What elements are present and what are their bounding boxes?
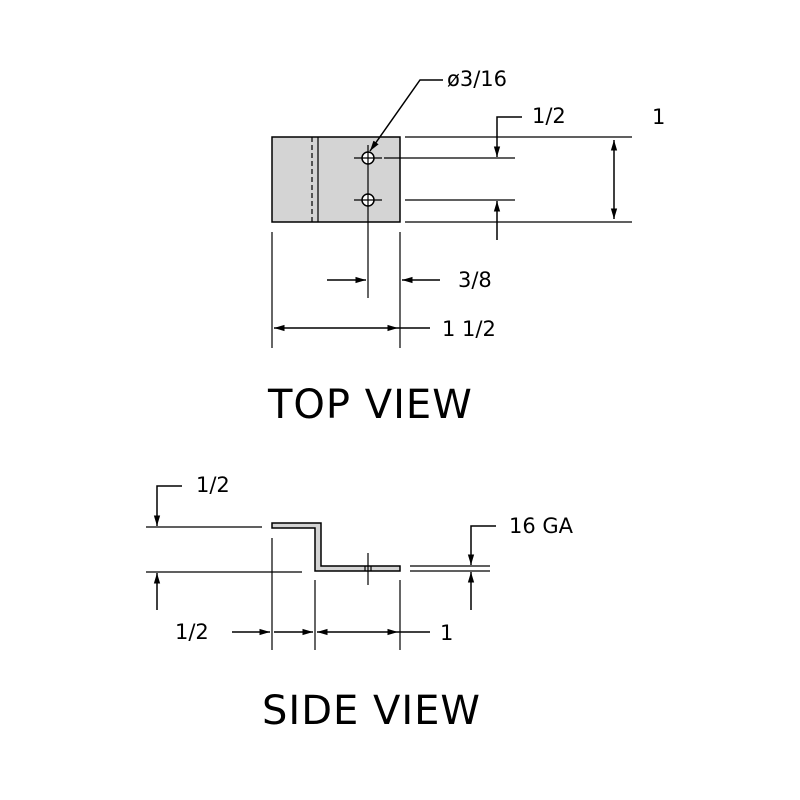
dim-hole-offset-label: 3/8 bbox=[458, 268, 492, 292]
top-view-plate bbox=[271, 136, 401, 223]
dim-offset-label: 1/2 bbox=[196, 473, 230, 497]
side-view-profile bbox=[271, 522, 401, 572]
dim-left-flange-label: 1/2 bbox=[175, 620, 209, 644]
hole-diameter-label: ø3/16 bbox=[447, 67, 507, 91]
hole-diameter-leader bbox=[369, 79, 443, 152]
dim-height-label: 1 bbox=[652, 105, 665, 129]
top-view: ø3/16 1/2 1 3/8 1 1/2 TOP VIEW bbox=[267, 67, 665, 428]
dim-hole-spacing-label: 1/2 bbox=[532, 104, 566, 128]
dim-right-flange-label: 1 bbox=[440, 621, 453, 645]
dim-hole-spacing-leader-top bbox=[496, 116, 522, 140]
side-view-title: SIDE VIEW bbox=[262, 688, 481, 734]
top-view-title: TOP VIEW bbox=[267, 382, 473, 428]
dim-width-label: 1 1/2 bbox=[442, 317, 496, 341]
dim-thickness-leader-top bbox=[470, 525, 496, 548]
dim-thickness-label: 16 GA bbox=[509, 514, 574, 538]
side-view: 1/2 16 GA 1/2 1 SIDE VIEW bbox=[146, 473, 574, 734]
dim-offset-leader-top bbox=[156, 485, 182, 507]
